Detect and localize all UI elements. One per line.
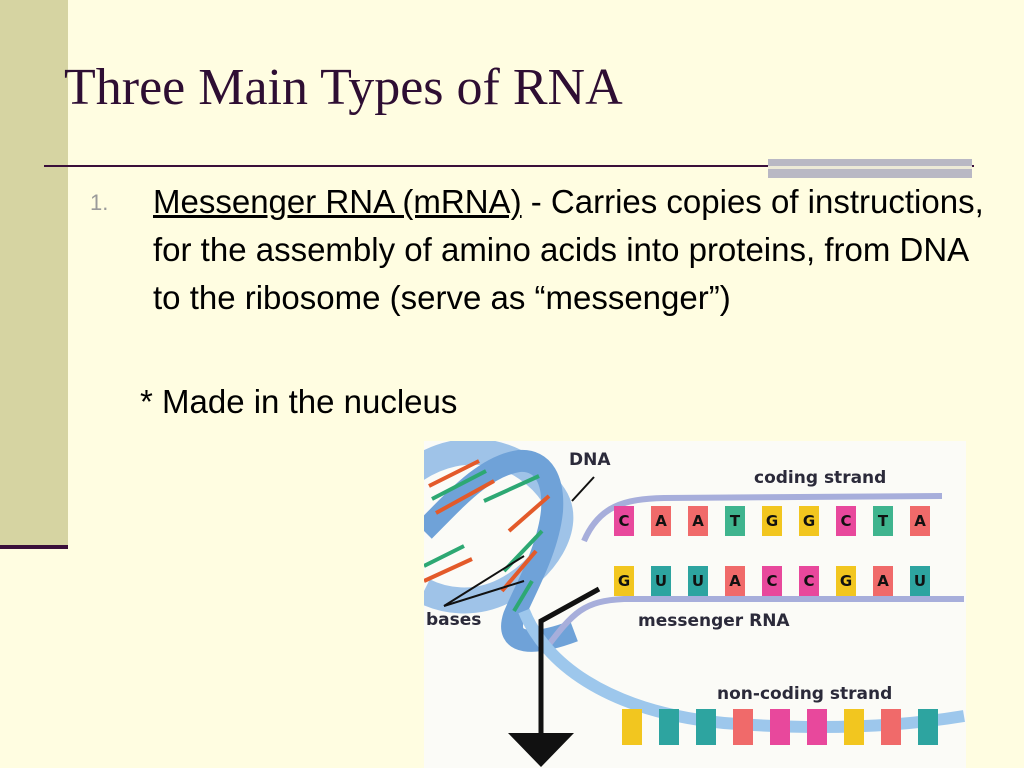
coding-base-letter-2: A (655, 512, 667, 530)
coding-base-2 (651, 506, 671, 536)
coding-base-letter-4: T (730, 512, 741, 530)
bases-pointer-line-1 (443, 555, 525, 607)
diagram-svg: C A A T G G C T A G U U A C C G A U DNA coding strand ba… (424, 441, 966, 768)
mrna-base-2 (651, 566, 671, 596)
noncoding-base-5 (770, 709, 790, 745)
mrna-base-5 (762, 566, 782, 596)
coding-base-3 (688, 506, 708, 536)
mrna-base-letter-8: A (877, 572, 889, 590)
left-sidebar-band (0, 0, 68, 545)
mrna-base-8 (873, 566, 893, 596)
list-number: 1. (90, 190, 109, 215)
coding-base-5 (762, 506, 782, 536)
mrna-base-letter-1: G (618, 572, 630, 590)
dna-label: DNA (569, 450, 611, 470)
mrna-base-letter-9: U (914, 572, 926, 590)
mrna-base-letter-6: C (803, 572, 814, 590)
mrna-base-letter-7: G (840, 572, 852, 590)
noncoding-base-7 (844, 709, 864, 745)
helix-backbone-2 (424, 449, 578, 652)
noncoding-base-3 (696, 709, 716, 745)
coding-strand-backbone (581, 493, 943, 543)
mrna-base-6 (799, 566, 819, 596)
messenger-rna-label: messenger RNA (638, 611, 790, 631)
mrna-base-4 (725, 566, 745, 596)
dna-pointer-line (571, 476, 595, 502)
double-helix (424, 441, 578, 652)
mrna-base-letter-3: U (692, 572, 704, 590)
mrna-base-letter-2: U (655, 572, 667, 590)
list-item-mrna: Messenger RNA (mRNA) - Carries copies of… (153, 178, 993, 322)
mrna-base-1 (614, 566, 634, 596)
coding-base-letter-9: A (914, 512, 926, 530)
sidebar-rule (0, 545, 68, 549)
mrna-base-9 (910, 566, 930, 596)
noncoding-base-2 (659, 709, 679, 745)
mrna-base-3 (688, 566, 708, 596)
bases-pointer-line-2 (443, 580, 525, 607)
coding-base-7 (836, 506, 856, 536)
noncoding-base-8 (881, 709, 901, 745)
coding-base-6 (799, 506, 819, 536)
coding-base-4 (725, 506, 745, 536)
bases-label: bases (426, 610, 481, 630)
noncoding-base-4 (733, 709, 753, 745)
mrna-backbone (541, 596, 964, 653)
noncoding-strand-label: non-coding strand (717, 684, 892, 704)
title-divider (44, 165, 974, 167)
coding-base-letter-5: G (766, 512, 778, 530)
noncoding-base-9 (918, 709, 938, 745)
transcription-arrow-shaft (538, 586, 601, 737)
dna-transcription-diagram: C A A T G G C T A G U U A C C G A U DNA coding strand ba… (424, 441, 966, 768)
noncoding-base-1 (622, 709, 642, 745)
mrna-term: Messenger RNA (mRNA) (153, 183, 522, 220)
noncoding-strand-backbone (518, 608, 965, 733)
mrna-description: - Carries copies of instructions, for th… (153, 183, 984, 316)
noncoding-bases (622, 709, 938, 745)
nucleus-note: * Made in the nucleus (140, 383, 458, 420)
helix-base-pairs (424, 459, 551, 613)
slide-title: Three Main Types of RNA (64, 59, 623, 116)
mrna-base-letter-5: C (766, 572, 777, 590)
coding-base-letter-1: C (618, 512, 629, 530)
coding-base-letter-6: G (803, 512, 815, 530)
noncoding-base-6 (807, 709, 827, 745)
coding-base-1 (614, 506, 634, 536)
transcription-arrow-icon (508, 733, 574, 767)
mrna-base-7 (836, 566, 856, 596)
coding-base-letter-8: T (878, 512, 889, 530)
coding-base-8 (873, 506, 893, 536)
mrna-base-letter-4: A (729, 572, 741, 590)
coding-strand-label: coding strand (754, 468, 886, 488)
coding-base-9 (910, 506, 930, 536)
coding-base-letter-7: C (840, 512, 851, 530)
coding-base-letter-3: A (692, 512, 704, 530)
title-accent-bar (768, 159, 972, 178)
